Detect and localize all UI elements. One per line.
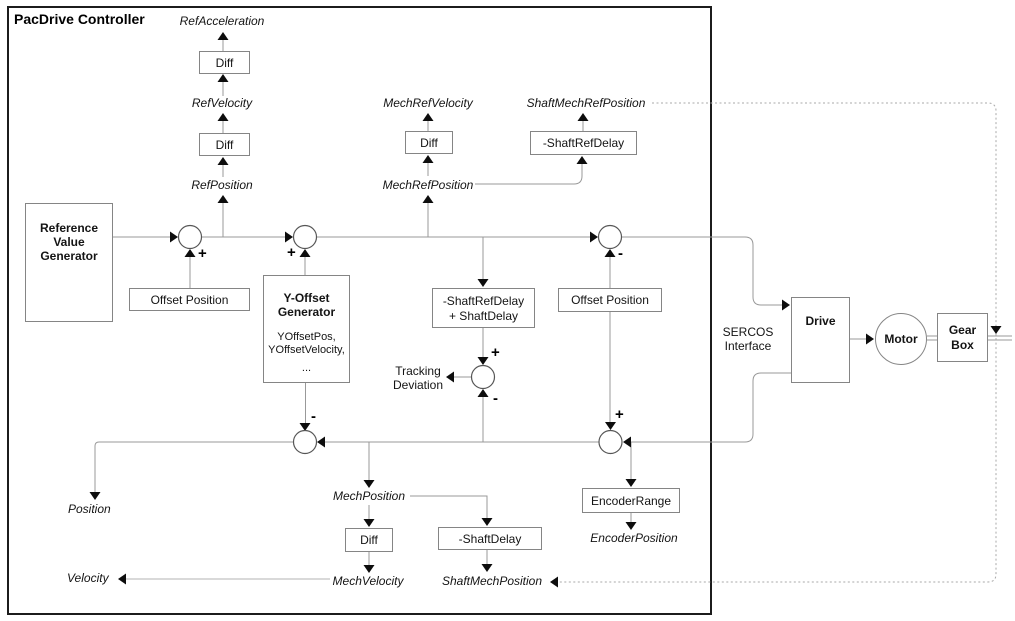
block-reference-value-generator: Reference Value Generator: [25, 203, 113, 322]
block-motor: Motor: [875, 313, 927, 365]
block-shaft-delay: -ShaftDelay: [438, 527, 542, 550]
arrowheads: [89, 32, 1002, 588]
block-offset-position-left: Offset Position: [129, 288, 250, 311]
block-diff-velocity: Diff: [199, 133, 250, 156]
block-shaft-ref-delay-plus-shaft-delay: -ShaftRefDelay + ShaftDelay: [432, 288, 535, 328]
controller-boundary: [7, 6, 712, 615]
sign-minus-position-out: -: [311, 408, 316, 425]
sign-minus-tracking: -: [493, 390, 498, 407]
diagram-title: PacDrive Controller: [14, 11, 145, 27]
label-mech-velocity: MechVelocity: [332, 574, 404, 588]
summing-junction-feedback-offset: [598, 429, 623, 455]
block-gear-box: Gear Box: [937, 313, 988, 362]
label-mech-ref-velocity: MechRefVelocity: [383, 96, 473, 110]
summing-junction-offset-out: [597, 224, 623, 250]
sign-plus-y-offset: +: [287, 244, 296, 261]
sign-minus-offset-out: -: [618, 245, 623, 262]
block-diff-mech-position: Diff: [345, 528, 393, 552]
summing-junction-y-offset: [292, 224, 318, 250]
label-ref-acceleration: RefAcceleration: [179, 14, 265, 28]
label-encoder-position: EncoderPosition: [590, 531, 678, 545]
sign-plus-ref-offset: +: [198, 245, 207, 262]
label-shaft-mech-position: ShaftMechPosition: [441, 574, 543, 588]
summing-junction-ref-offset: [177, 224, 203, 250]
label-ref-position: RefPosition: [191, 178, 253, 192]
sign-plus-tracking: +: [491, 344, 500, 361]
label-position: Position: [68, 502, 111, 516]
label-ref-velocity: RefVelocity: [191, 96, 253, 110]
summing-junction-position-out: [292, 429, 318, 455]
block-y-offset-generator: Y-Offset Generator YOffsetPos, YOffsetVe…: [263, 275, 350, 383]
label-mech-ref-position: MechRefPosition: [382, 178, 474, 192]
block-diff-mech-velocity: Diff: [405, 131, 453, 154]
shaft-feedback-dotted-line: [558, 102, 997, 583]
sign-plus-feedback-offset: +: [615, 406, 624, 423]
label-sercos-interface: SERCOS Interface: [722, 325, 774, 353]
label-velocity: Velocity: [67, 571, 109, 585]
block-drive: Drive: [791, 297, 850, 383]
connector-lines: [94, 40, 1012, 565]
block-offset-position-right: Offset Position: [558, 288, 662, 312]
label-tracking-deviation: Tracking Deviation: [392, 364, 444, 392]
summing-junction-tracking: [470, 364, 496, 390]
block-shaft-ref-delay: -ShaftRefDelay: [530, 131, 637, 155]
label-mech-position: MechPosition: [332, 489, 406, 503]
block-encoder-range: EncoderRange: [582, 488, 680, 513]
label-shaft-mech-ref-position: ShaftMechRefPosition: [526, 96, 646, 110]
block-diff-acceleration: Diff: [199, 51, 250, 74]
